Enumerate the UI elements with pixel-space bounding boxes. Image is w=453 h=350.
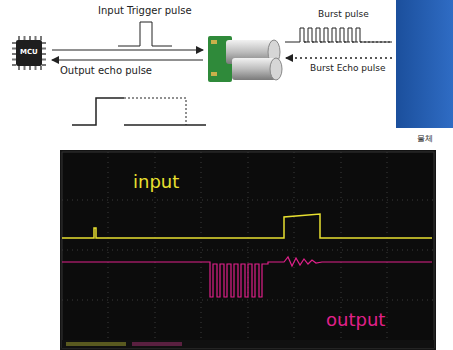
trace-name: output — [326, 310, 385, 330]
trace-name: input — [133, 172, 179, 192]
chip-label: MCU — [20, 49, 38, 57]
signal-name: Output echo pulse — [60, 65, 152, 76]
signal-name: Burst Echo pulse — [310, 64, 386, 74]
mcu-chip: MCU — [12, 36, 46, 70]
object-label: 물체 — [417, 135, 433, 144]
signal-name: Burst pulse — [318, 10, 369, 20]
signal-name: Input Trigger pulse — [98, 5, 192, 16]
object-block: 물체 — [396, 0, 453, 146]
object-block — [396, 0, 453, 128]
oscilloscope-screen — [60, 150, 436, 350]
